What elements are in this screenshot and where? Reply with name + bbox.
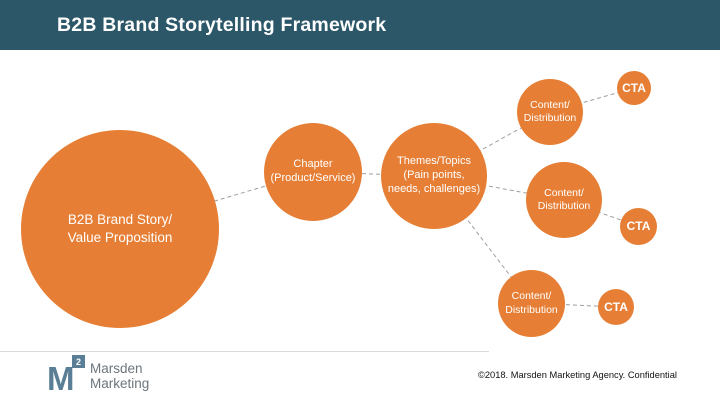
node-label-line: B2B Brand Story/ [67, 211, 173, 227]
node-label-line: CTA [626, 219, 651, 233]
logo-superscript-2: 2 [72, 355, 85, 368]
node-label-line: (Product/Service) [270, 172, 356, 184]
logo-wordmark-line2: Marketing [90, 376, 150, 391]
node-label-line: CTA [604, 299, 628, 314]
slide-header: B2B Brand Storytelling Framework [0, 0, 720, 50]
logo-m-letter: M [47, 360, 74, 397]
connector-story-chapter [119, 171, 314, 230]
node-label-line: Content/ [511, 290, 552, 303]
node-label-line: Distribution [537, 200, 591, 212]
node-cta-1: CTA [617, 71, 651, 105]
node-content-distribution-3: Content/ Distribution [498, 270, 565, 337]
node-label-line: Chapter [293, 158, 333, 171]
node-label-line: CTA [622, 80, 646, 95]
logo-wordmark-line1: Marsden [90, 361, 143, 376]
node-cta-2: CTA [620, 208, 657, 245]
footer-confidential-text: ©2018. Marsden Marketing Agency. Confide… [478, 370, 677, 380]
node-label-line: needs, challenges) [387, 182, 481, 195]
node-themes-topics: Themes/Topics (Pain points, needs, chall… [381, 123, 487, 229]
node-label-line: (Pain points, [403, 169, 465, 182]
node-content-distribution-1: Content/ Distribution [517, 79, 583, 145]
node-label-line: Themes/Topics [397, 155, 471, 168]
node-label-line: Value Proposition [67, 230, 173, 245]
node-cta-3: CTA [598, 289, 634, 325]
logo-wordmark: Marsden Marketing [90, 361, 149, 391]
slide-title: B2B Brand Storytelling Framework [57, 13, 387, 36]
marsden-marketing-logo: M 2 Marsden Marketing [47, 355, 149, 397]
node-label-line: Distribution [505, 303, 558, 316]
logo-m2-mark: M 2 [47, 355, 85, 397]
node-label-line: Content/ [530, 98, 570, 111]
node-label-line: Content/ [544, 186, 584, 199]
node-brand-story: B2B Brand Story/ Value Proposition [21, 130, 219, 328]
node-content-distribution-2: Content/ Distribution [526, 162, 602, 238]
node-label-line: Distribution [523, 112, 577, 124]
footer-divider [0, 351, 489, 352]
node-chapter: Chapter (Product/Service) [264, 123, 362, 221]
